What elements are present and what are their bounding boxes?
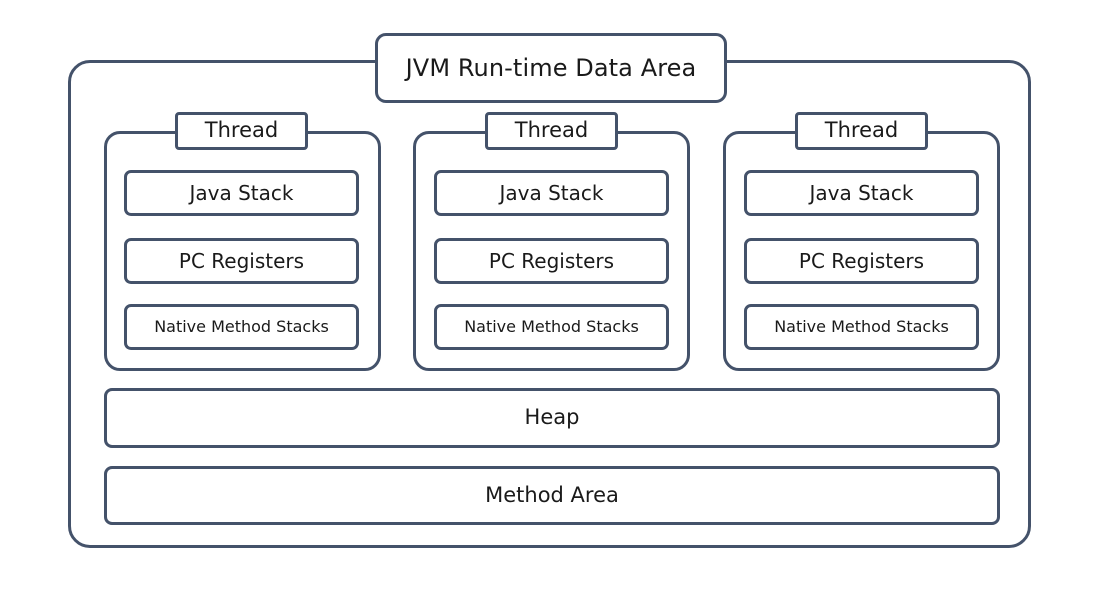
heap-label: Heap bbox=[524, 405, 580, 430]
java-stack-label-1: Java Stack bbox=[189, 181, 294, 205]
pc-registers-box-3: PC Registers bbox=[744, 238, 979, 284]
native-method-stacks-box-2: Native Method Stacks bbox=[434, 304, 669, 350]
pc-registers-label-3: PC Registers bbox=[798, 249, 925, 273]
diagram-title-box: JVM Run-time Data Area bbox=[375, 33, 727, 103]
java-stack-box-3: Java Stack bbox=[744, 170, 979, 216]
thread-label-box-1: Thread bbox=[175, 112, 308, 150]
thread-label-1: Thread bbox=[204, 118, 279, 143]
java-stack-label-2: Java Stack bbox=[499, 181, 604, 205]
java-stack-label-3: Java Stack bbox=[809, 181, 914, 205]
method-area-box: Method Area bbox=[104, 466, 1000, 525]
pc-registers-box-1: PC Registers bbox=[124, 238, 359, 284]
native-method-stacks-label-1: Native Method Stacks bbox=[154, 317, 329, 337]
native-method-stacks-label-3: Native Method Stacks bbox=[774, 317, 949, 337]
pc-registers-label-2: PC Registers bbox=[488, 249, 615, 273]
heap-box: Heap bbox=[104, 388, 1000, 448]
native-method-stacks-label-2: Native Method Stacks bbox=[464, 317, 639, 337]
thread-label-2: Thread bbox=[514, 118, 589, 143]
method-area-label: Method Area bbox=[485, 482, 619, 507]
page-title: JVM Run-time Data Area bbox=[405, 53, 697, 82]
native-method-stacks-box-3: Native Method Stacks bbox=[744, 304, 979, 350]
java-stack-box-2: Java Stack bbox=[434, 170, 669, 216]
pc-registers-box-2: PC Registers bbox=[434, 238, 669, 284]
java-stack-box-1: Java Stack bbox=[124, 170, 359, 216]
pc-registers-label-1: PC Registers bbox=[178, 249, 305, 273]
native-method-stacks-box-1: Native Method Stacks bbox=[124, 304, 359, 350]
thread-label-box-2: Thread bbox=[485, 112, 618, 150]
thread-label-3: Thread bbox=[824, 118, 899, 143]
thread-label-box-3: Thread bbox=[795, 112, 928, 150]
